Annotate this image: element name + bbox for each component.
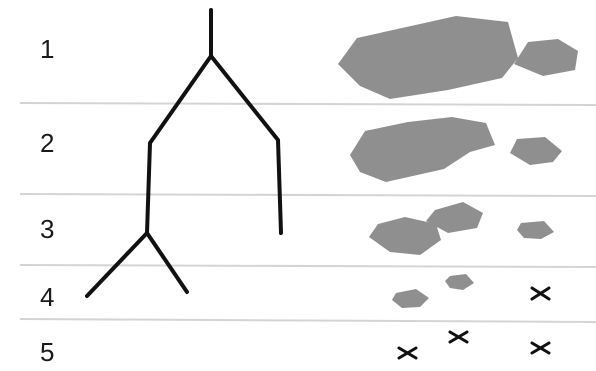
tree-left-sub-branch-b	[145, 231, 189, 294]
x-mark-icon	[397, 346, 418, 360]
population-blobs	[338, 16, 578, 308]
row-label-5: 5	[40, 337, 55, 367]
row-dividers	[19, 102, 596, 323]
blob-row3-left	[369, 217, 441, 255]
row-label-1: 1	[40, 34, 55, 64]
row-label-3: 3	[40, 214, 55, 244]
divider-4-5	[19, 318, 596, 323]
blob-row1-large	[338, 16, 518, 99]
divider-3-4	[19, 264, 596, 268]
blob-row3-middle	[426, 202, 483, 233]
divider-1-2	[19, 102, 596, 106]
tree-right-branch	[209, 54, 283, 235]
blob-row4-middle	[445, 274, 474, 290]
blob-row3-right	[517, 221, 554, 239]
blob-row4-left	[392, 289, 429, 308]
row-label-4: 4	[40, 282, 55, 312]
blob-row2-large	[350, 117, 495, 182]
x-mark-icon	[448, 330, 469, 344]
tree-left-branch	[145, 54, 213, 235]
row-label-2: 2	[40, 128, 55, 158]
blob-row2-small	[510, 137, 562, 165]
divider-2-3	[19, 193, 596, 197]
extinction-marks	[397, 286, 551, 360]
blob-row1-small	[514, 39, 578, 76]
x-mark-icon	[530, 341, 551, 355]
branching-tree	[85, 8, 283, 298]
tree-left-sub-branch-a	[85, 231, 149, 298]
x-mark-icon	[530, 286, 551, 301]
